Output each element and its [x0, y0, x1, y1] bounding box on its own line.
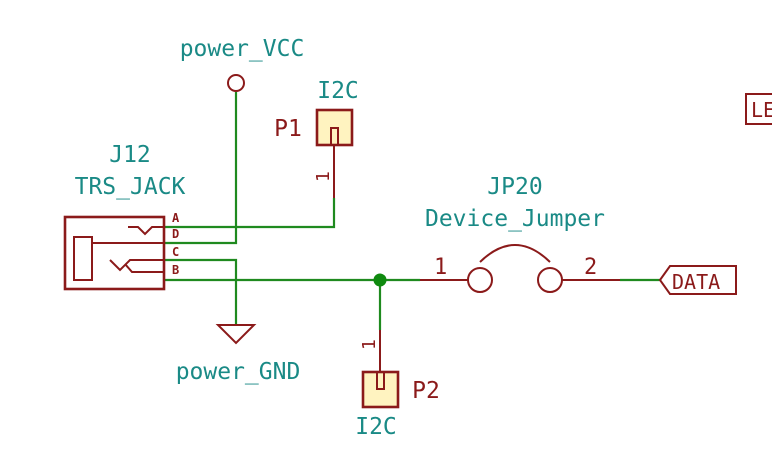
jp20-value: Device_Jumper: [425, 206, 605, 232]
p1-pin-number: 1: [313, 171, 334, 182]
power-vcc-label: power_VCC: [180, 36, 305, 62]
power-vcc-symbol: power_VCC: [180, 36, 305, 92]
wire-vcc: [164, 92, 238, 245]
p2-ref: P2: [412, 378, 440, 404]
j12-pin-b: B: [172, 263, 179, 277]
j12-pin-c: C: [172, 245, 179, 259]
p2-value: I2C: [355, 414, 397, 440]
jp20-jumper: JP20 Device_Jumper 1 2: [420, 174, 620, 293]
p1-connector: I2C P1 1: [274, 78, 359, 198]
junction-dot: [373, 273, 387, 287]
j12-pin-a: A: [172, 211, 180, 225]
data-net-label[interactable]: DATA: [658, 265, 737, 295]
power-gnd-symbol: power_GND: [176, 324, 301, 385]
j12-ref: J12: [109, 142, 151, 168]
j12-value: TRS_JACK: [75, 174, 186, 200]
jp20-pin2: 2: [584, 255, 597, 280]
p1-ref: P1: [274, 116, 302, 142]
j12-trs-jack: J12 TRS_JACK A D C B: [63, 142, 186, 291]
j12-pin-d: D: [172, 227, 179, 241]
wire-p1-a: [164, 198, 336, 229]
jp20-ref: JP20: [487, 174, 542, 200]
p1-value: I2C: [317, 78, 359, 104]
power-gnd-label: power_GND: [176, 359, 301, 385]
offscreen-label-text: LE: [751, 98, 772, 122]
jp20-pin1: 1: [434, 255, 447, 280]
offscreen-label: LE: [745, 93, 772, 125]
p2-connector: 1 P2 I2C: [355, 330, 440, 440]
wire-c-gnd: [164, 258, 238, 325]
data-net-text: DATA: [672, 270, 720, 294]
p2-pin-number: 1: [359, 339, 380, 350]
